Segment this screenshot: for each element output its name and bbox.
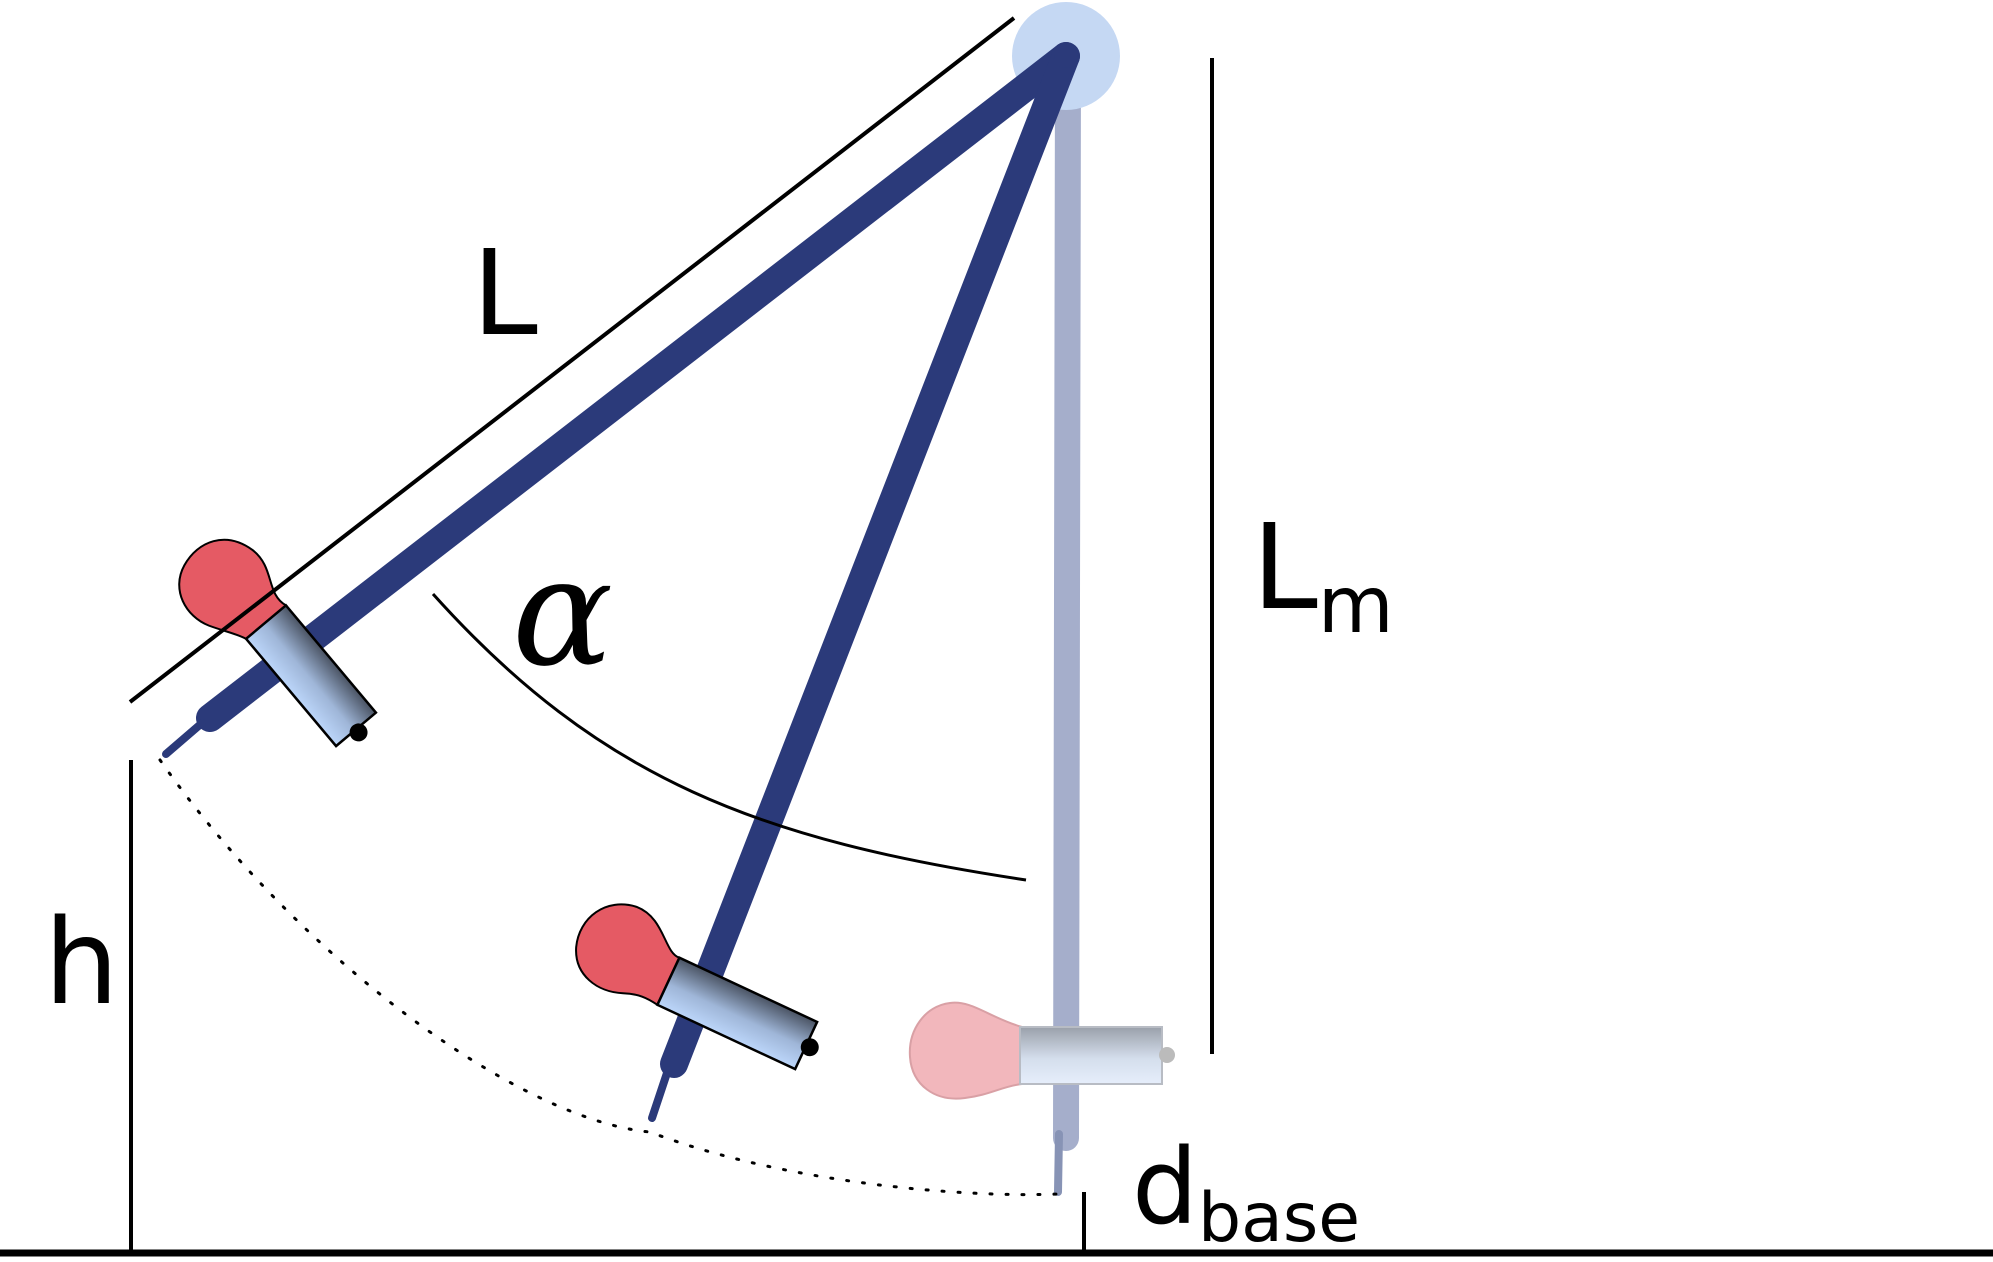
label-Lm: Lm — [1252, 498, 1394, 651]
swing-trajectory-dotted — [158, 758, 1060, 1197]
alpha-angle-arc — [431, 592, 1027, 882]
length-L-dimension-line — [128, 16, 1016, 704]
light-bulb-icon — [178, 538, 378, 748]
label-alpha: α — [512, 526, 613, 700]
pendulum-arm-left — [162, 42, 1080, 758]
light-bulb-icon — [575, 903, 819, 1071]
label-dbase: dbase — [1132, 1126, 1360, 1258]
pendulum-arm-middle — [648, 42, 1080, 1122]
label-h: h — [44, 893, 119, 1031]
light-bulb-icon — [908, 1001, 1175, 1100]
label-L: L — [472, 224, 538, 362]
pendulum-rest-faded — [908, 45, 1175, 1196]
